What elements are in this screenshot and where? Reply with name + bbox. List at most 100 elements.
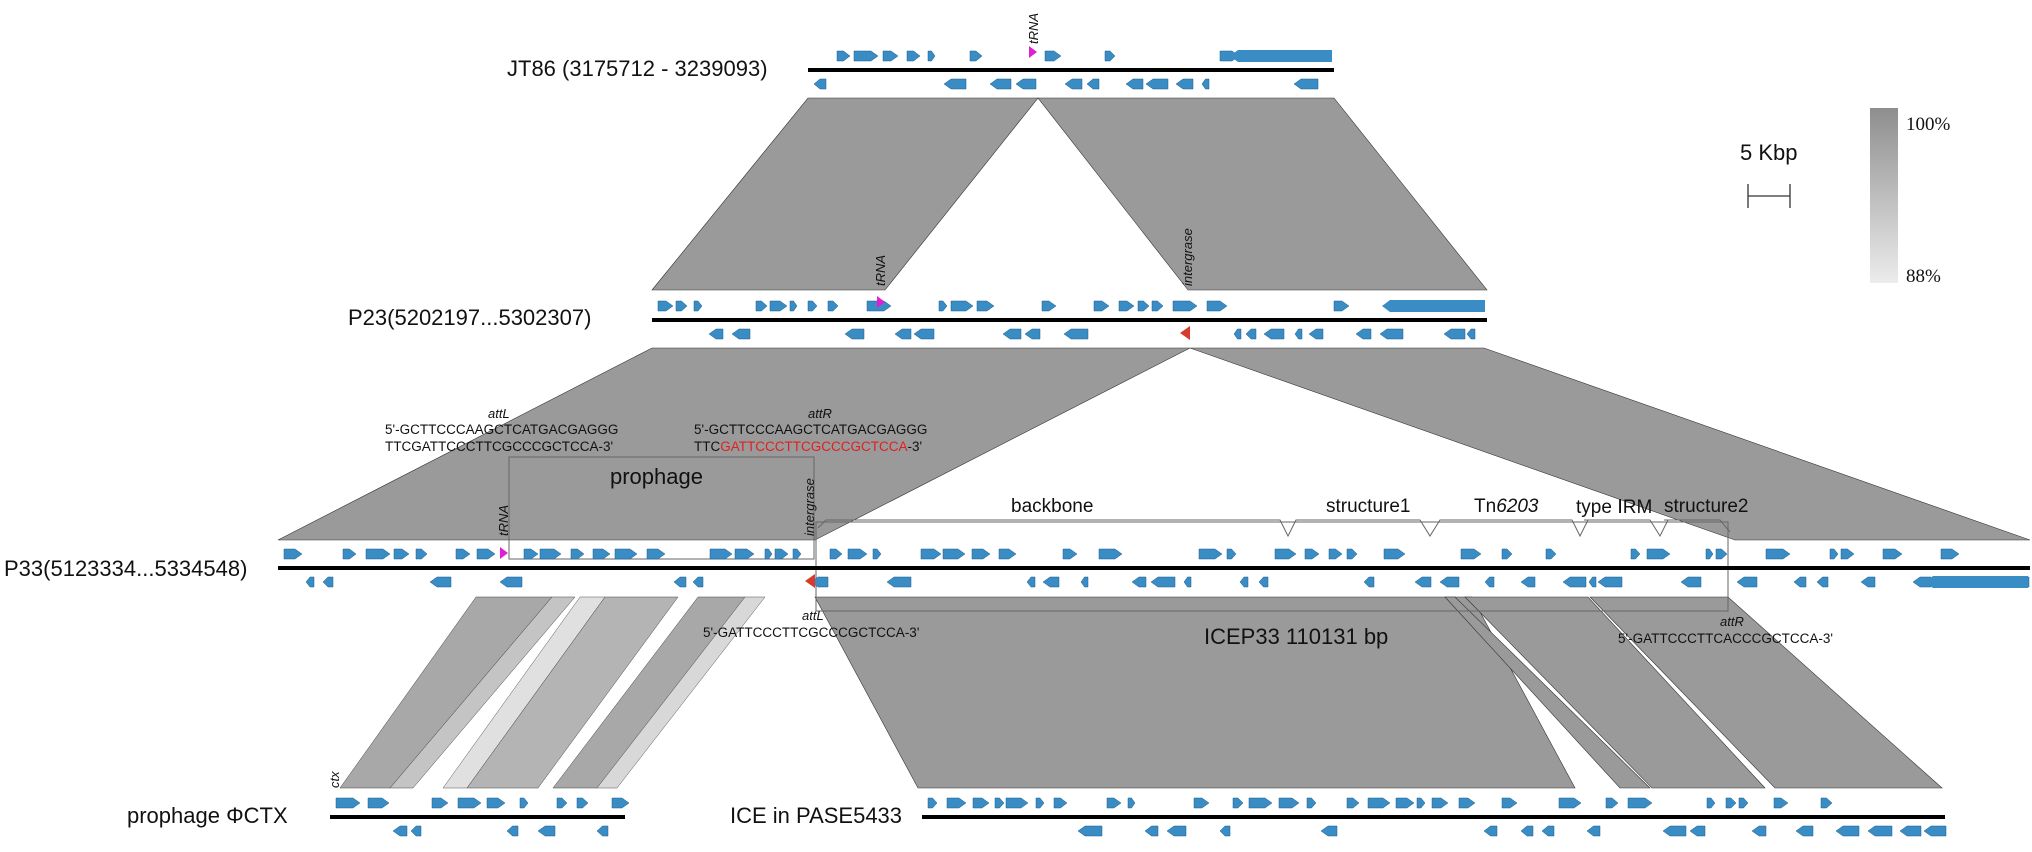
identity-min-label: 88% (1906, 266, 1941, 287)
p33-gene-arrow (1414, 576, 1432, 588)
ctx-gene-arrow (410, 825, 422, 837)
p23-gene-arrow (844, 328, 865, 340)
trna-label-jt86: tRNA (1026, 12, 1041, 44)
p33-gene-arrow (792, 548, 802, 560)
p33-gene-arrow (1562, 576, 1587, 588)
trna-gene-p33 (500, 547, 508, 559)
ctx-gene-arrow (576, 797, 589, 809)
integrase-gene-p33 (805, 574, 815, 588)
pase-gene-arrow (1166, 825, 1187, 837)
p33-gene-arrow (1274, 548, 1297, 560)
attl-top-sequence-1: 5'-GCTTCCCAAGCTCATGACGAGGG (385, 422, 619, 437)
jt86-gene-arrow (882, 50, 899, 62)
homology-blocks (277, 97, 2031, 789)
pase-gene-arrow (1820, 797, 1833, 809)
p33-gene-arrow (429, 576, 452, 588)
pase-gene-arrow (1501, 797, 1518, 809)
jt86-gene-arrow (1015, 78, 1037, 90)
attr-top-sequence-1: 5'-GCTTCCCAAGCTCATGACGAGGG (694, 422, 928, 437)
p23-gene-arrow (1355, 328, 1372, 340)
p23-gene-arrow (1093, 300, 1110, 312)
p33-gene-arrow (998, 548, 1017, 560)
p33-gene-arrow (1363, 576, 1375, 588)
p33-gene-arrow (673, 576, 687, 588)
pase-gene-arrow (1320, 825, 1338, 837)
p33-gene-arrow (1588, 576, 1597, 588)
jt86-gene-arrow (1293, 78, 1319, 90)
p33-gene-arrow (1597, 576, 1623, 588)
p23-gene-arrow (731, 328, 751, 340)
ctx-gene-arrow (519, 797, 529, 809)
p33-gene-arrow (734, 548, 755, 560)
p23-gene-arrow (1443, 328, 1466, 340)
p33-gene-arrow (1793, 576, 1807, 588)
pase-gene-arrow (1751, 825, 1767, 837)
p33-gene-arrow (305, 576, 315, 588)
p33-gene-arrow (614, 548, 638, 560)
p33-gene-arrow (1736, 576, 1758, 588)
pase-gene-arrow (1483, 825, 1498, 837)
p33-gene-arrow (829, 548, 843, 560)
p33-gene-arrow (1304, 548, 1320, 560)
ctx-gene-arrow (506, 825, 519, 837)
p33-gene-arrow (920, 548, 942, 560)
p23-gene-arrow (693, 300, 703, 312)
p33-gene-arrow (1042, 576, 1060, 588)
pase-gene-arrow (1005, 797, 1029, 809)
p23-gene-arrow (1294, 328, 1303, 340)
p33-gene-arrow (415, 548, 428, 560)
p33-gene-arrow (1940, 548, 1960, 560)
special-genes (500, 46, 1190, 588)
p33-gene-arrow (1680, 576, 1702, 588)
ctx-gene-arrow (367, 797, 390, 809)
pase-gene-arrow (1416, 797, 1426, 809)
type-irm-bracket (1584, 519, 1669, 538)
track-label-p23: P23(5202197...5302307) (348, 305, 592, 330)
jt86-gene-arrow (989, 78, 1012, 90)
pase-gene-arrow (972, 797, 990, 809)
p23-gene-arrow (1118, 300, 1135, 312)
attr-seq-suffix: -3' (907, 439, 923, 454)
identity-max-label: 100% (1906, 114, 1951, 135)
homology-block-pase-4 (1589, 596, 1943, 789)
attl-top-sequence-2: TTCGATTCCCTTCGCCCGCTCCA-3' (385, 439, 614, 454)
homology-block-jt86-p23-left (651, 97, 1039, 291)
p33-gene-arrow (1062, 548, 1078, 560)
pase-gene-arrow (1520, 825, 1534, 837)
pase-gene-arrow (1923, 825, 1947, 837)
p33-gene-arrow (1545, 548, 1557, 560)
pase-gene-arrow (1725, 797, 1737, 809)
prophage-region-box (508, 456, 815, 560)
prophage-label: prophage (610, 464, 703, 489)
p33-gene-arrow (1198, 548, 1223, 560)
p33-gene-arrow (523, 548, 539, 560)
jt86-gene-arrow (906, 50, 921, 62)
p33-gene-arrow (1328, 548, 1343, 560)
ctx-gene-arrow (611, 797, 630, 809)
homology-block-pase-3 (1464, 596, 1766, 789)
p33-gene-arrow (342, 548, 357, 560)
pase-gene-arrow (1219, 825, 1231, 837)
pase-gene-arrow (1627, 797, 1653, 809)
pase-gene-arrow (1232, 797, 1244, 809)
identity-gradient-bar (1870, 108, 1898, 283)
jt86-gene-arrow (1086, 78, 1100, 90)
integrase-gene-p23 (1180, 326, 1190, 340)
scale-label: 5 Kbp (1740, 140, 1798, 165)
pase-gene-arrow (1278, 797, 1300, 809)
ctx-gene-arrow (457, 797, 482, 809)
p33-gene-arrow (1346, 548, 1358, 560)
jt86-gene-arrow (853, 50, 879, 62)
p23-gene-arrow (950, 300, 974, 312)
pase-gene-arrow (1077, 825, 1103, 837)
homology-block-p23-p33-left (277, 347, 1191, 541)
p33-gene-arrow (764, 548, 773, 560)
ctx-gene-arrow (596, 825, 609, 837)
backbone-label: backbone (1011, 496, 1094, 517)
p33-gene-arrow (570, 548, 585, 560)
p33-gene-arrow (1860, 576, 1876, 588)
p23-gene-arrow (708, 328, 724, 340)
pase-gene-arrow (1053, 797, 1068, 809)
attl-bottom-sequence: 5'-GATTCCCTTCGCCCGCTCCA-3' (703, 625, 920, 640)
pase-gene-arrow (1689, 825, 1706, 837)
